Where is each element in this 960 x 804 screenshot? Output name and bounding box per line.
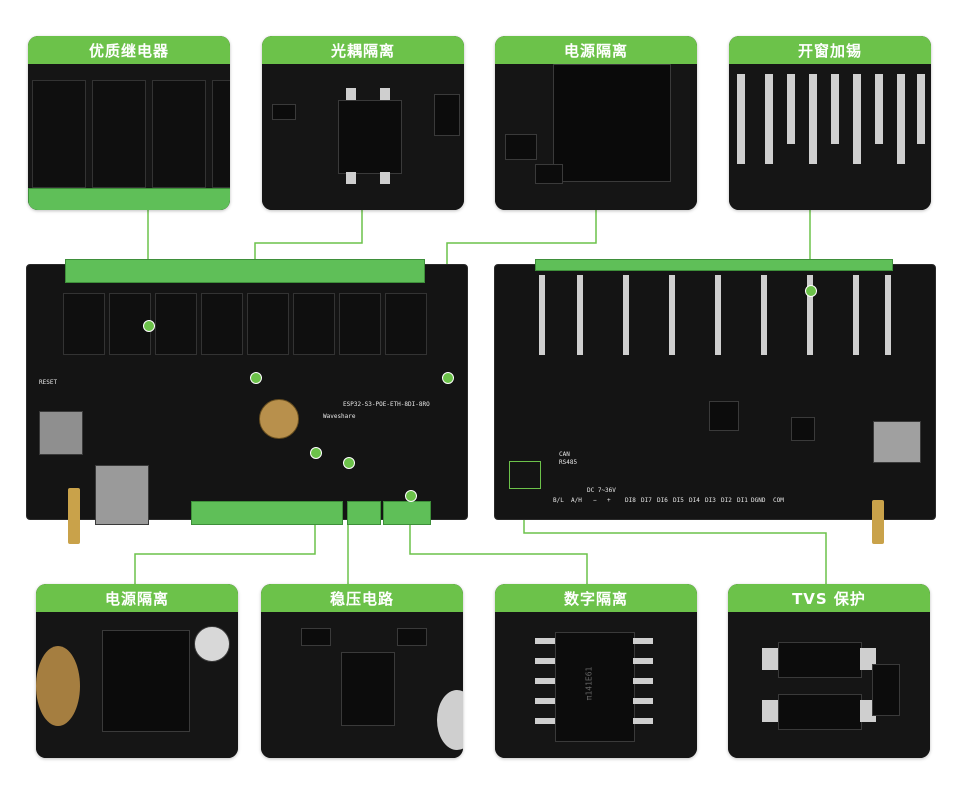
callout-dot — [250, 372, 262, 384]
card-title: TVS 保护 — [728, 584, 930, 612]
power-isolation-closeup — [495, 64, 697, 210]
tvs-closeup — [728, 612, 930, 758]
pin-label: A/H — [571, 497, 582, 504]
pin-label: B/L — [553, 497, 564, 504]
relay-6 — [293, 293, 335, 355]
relay-8 — [385, 293, 427, 355]
dc-label: DC 7~36V — [587, 487, 616, 494]
pin-label: DI2 — [721, 497, 732, 504]
card-title: 优质继电器 — [28, 36, 230, 64]
card-tvs-protection: TVS 保护 — [728, 584, 930, 758]
iso-chip-marking: π141E61 — [584, 666, 594, 701]
rs485-label: RS485 — [559, 459, 578, 466]
relay-terminal-block — [65, 259, 425, 283]
relay-1 — [63, 293, 105, 355]
pin-label: − — [593, 497, 597, 504]
callout-dot — [310, 447, 322, 459]
pin-label: DI8 — [625, 497, 636, 504]
card-power-isolation-top: 电源隔离 — [495, 36, 697, 210]
relay-closeup — [28, 64, 230, 210]
pin-label: DI1 — [737, 497, 748, 504]
pin-label: DI7 — [641, 497, 652, 504]
pin-label: DI3 — [705, 497, 716, 504]
regulator-closeup — [261, 612, 463, 758]
ethernet-jack — [95, 465, 149, 525]
board-model-label: ESP32-S3-POE-ETH-8DI-8RO — [343, 401, 430, 408]
card-digital-isolation: 数字隔离 π141E61 — [495, 584, 697, 758]
digital-isolator-closeup: π141E61 — [495, 612, 697, 758]
card-relay: 优质继电器 — [28, 36, 230, 210]
pin-label: DI6 — [657, 497, 668, 504]
power-module-closeup — [36, 612, 238, 758]
callout-dot — [442, 372, 454, 384]
esp-module — [39, 411, 83, 455]
pin-label: DGND — [751, 497, 766, 504]
card-optocoupler: 光耦隔离 — [262, 36, 464, 210]
card-title: 电源隔离 — [495, 36, 697, 64]
coin-cell-closeup — [36, 646, 80, 726]
back-terminal-strip — [535, 259, 893, 271]
card-tin-plating: 开窗加锡 — [729, 36, 931, 210]
callout-dot — [143, 320, 155, 332]
callout-dot — [343, 457, 355, 469]
pin-label: DI4 — [689, 497, 700, 504]
relay-4 — [201, 293, 243, 355]
tvs-highlight — [509, 461, 541, 489]
reset-label: RESET — [39, 379, 58, 386]
relay-5 — [247, 293, 289, 355]
relay-7 — [339, 293, 381, 355]
back-antenna-connector — [872, 500, 884, 544]
card-title: 数字隔离 — [495, 584, 697, 612]
power-terminal — [383, 501, 431, 525]
can-label: CAN — [559, 451, 570, 458]
rs485-terminal — [347, 501, 381, 525]
antenna-connector — [68, 488, 80, 544]
callout-dot — [805, 285, 817, 297]
di-terminal-block — [191, 501, 343, 525]
pin-label: COM — [773, 497, 784, 504]
optocoupler-closeup — [262, 64, 464, 210]
coin-cell — [259, 399, 299, 439]
board-front: RESET ESP32-S3-POE-ETH-8DI-8RO Waveshare — [26, 259, 468, 525]
card-regulator: 稳压电路 — [261, 584, 463, 758]
sd-slot — [873, 421, 921, 463]
card-power-isolation-bottom: 电源隔离 — [36, 584, 238, 758]
card-title: 光耦隔离 — [262, 36, 464, 64]
back-ic — [791, 417, 815, 441]
back-ic — [709, 401, 739, 431]
tin-plating-closeup — [729, 64, 931, 210]
card-title: 开窗加锡 — [729, 36, 931, 64]
card-title: 电源隔离 — [36, 584, 238, 612]
card-title: 稳压电路 — [261, 584, 463, 612]
pin-label: DI5 — [673, 497, 684, 504]
board-back: CAN RS485 DC 7~36V B/L A/H − + DI8 DI7 D… — [494, 259, 936, 520]
callout-dot — [405, 490, 417, 502]
brand-label: Waveshare — [323, 413, 356, 420]
relay-3 — [155, 293, 197, 355]
pin-label: + — [607, 497, 611, 504]
